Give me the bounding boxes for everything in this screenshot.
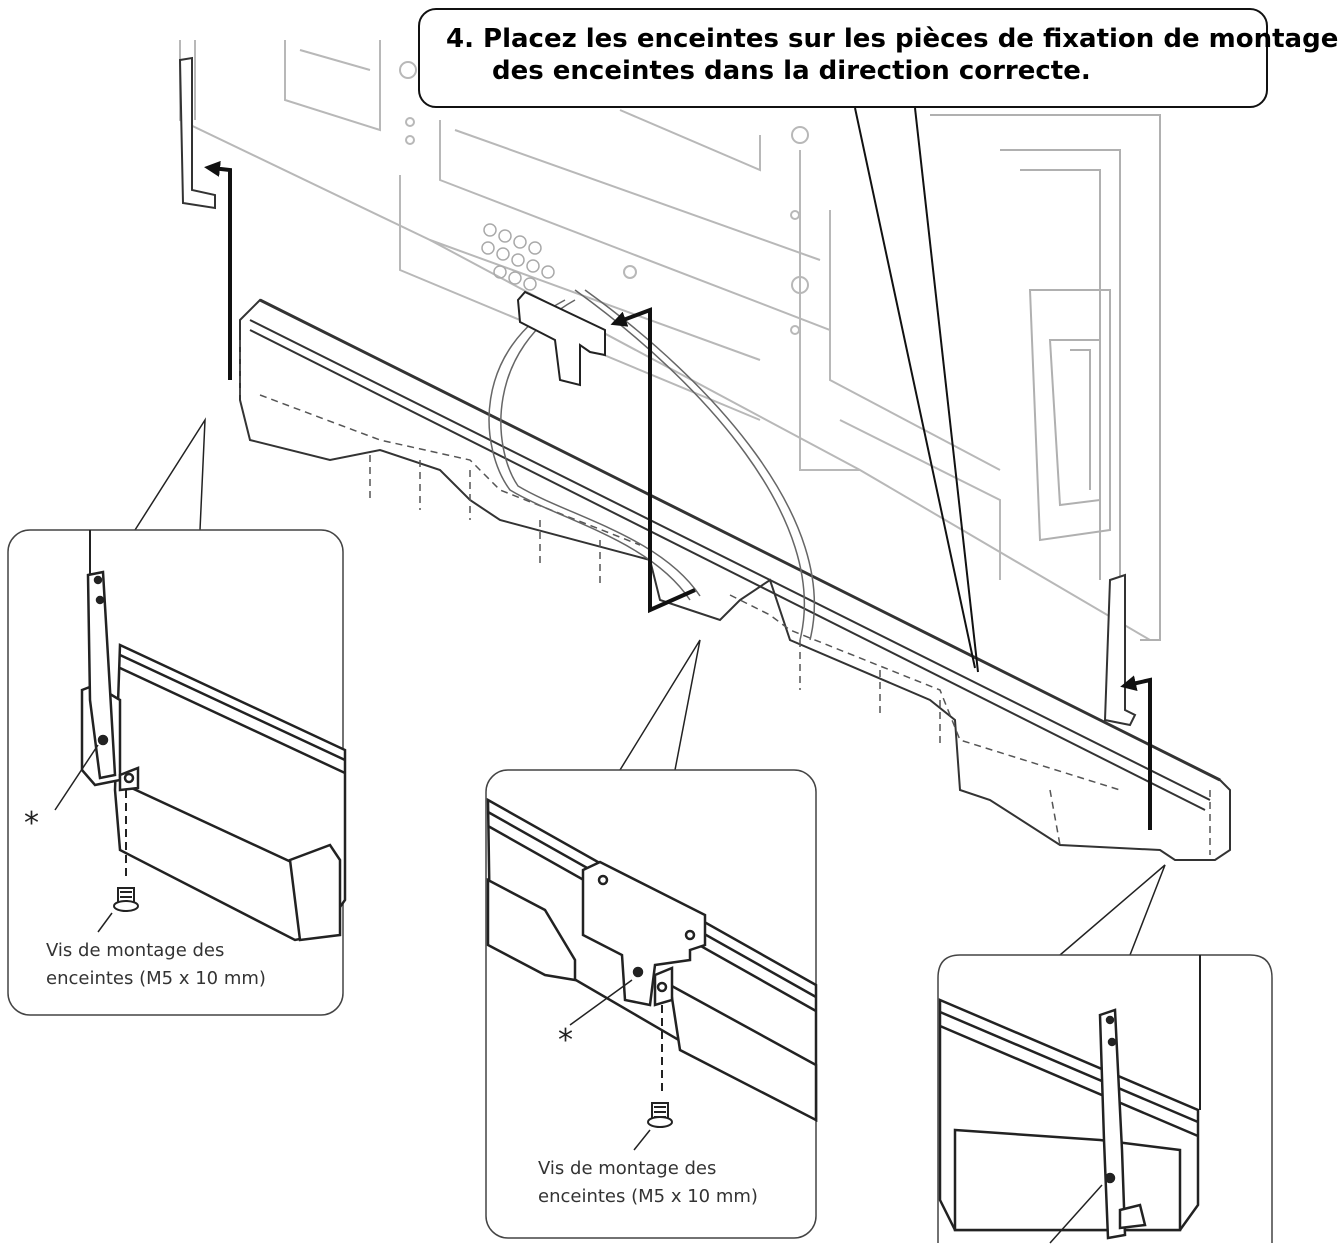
detail-center-screw-label-1: Vis de montage des [538, 1158, 717, 1179]
detail-left-screw-label-2: enceintes (M5 x 10 mm) [46, 968, 266, 989]
instruction-line-1: 4. Placez les enceintes sur les pièces d… [446, 24, 1338, 54]
detail-left-asterisk: * [24, 806, 39, 841]
detail-center-box [485, 769, 818, 1239]
detail-center-asterisk: * [558, 1023, 573, 1058]
screw-center [647, 1102, 673, 1128]
detail-left-box [7, 529, 347, 1016]
mount-arrows [204, 160, 1152, 830]
instruction-line-2: des enceintes dans la direction correcte… [492, 56, 1091, 86]
detail-pointers [134, 417, 1166, 956]
tv-side-frame [930, 114, 1161, 641]
side-brackets [178, 56, 1137, 727]
speaker-bar [239, 298, 1231, 861]
detail-left-screw-label-1: Vis de montage des [46, 940, 225, 961]
tv-back-panel [179, 40, 1151, 641]
instruction-callout: 4. Placez les enceintes sur les pièces d… [418, 8, 1338, 108]
screw-left [113, 887, 139, 912]
center-bracket [516, 290, 606, 387]
detail-center-screw-label-2: enceintes (M5 x 10 mm) [538, 1186, 758, 1207]
connector-ports [481, 223, 555, 291]
diagram: 4. Placez les enceintes sur les pièces d… [7, 8, 1338, 1244]
callout-leaders [854, 107, 979, 673]
diagram-drawing [7, 40, 1273, 1244]
detail-right-box [937, 954, 1273, 1244]
